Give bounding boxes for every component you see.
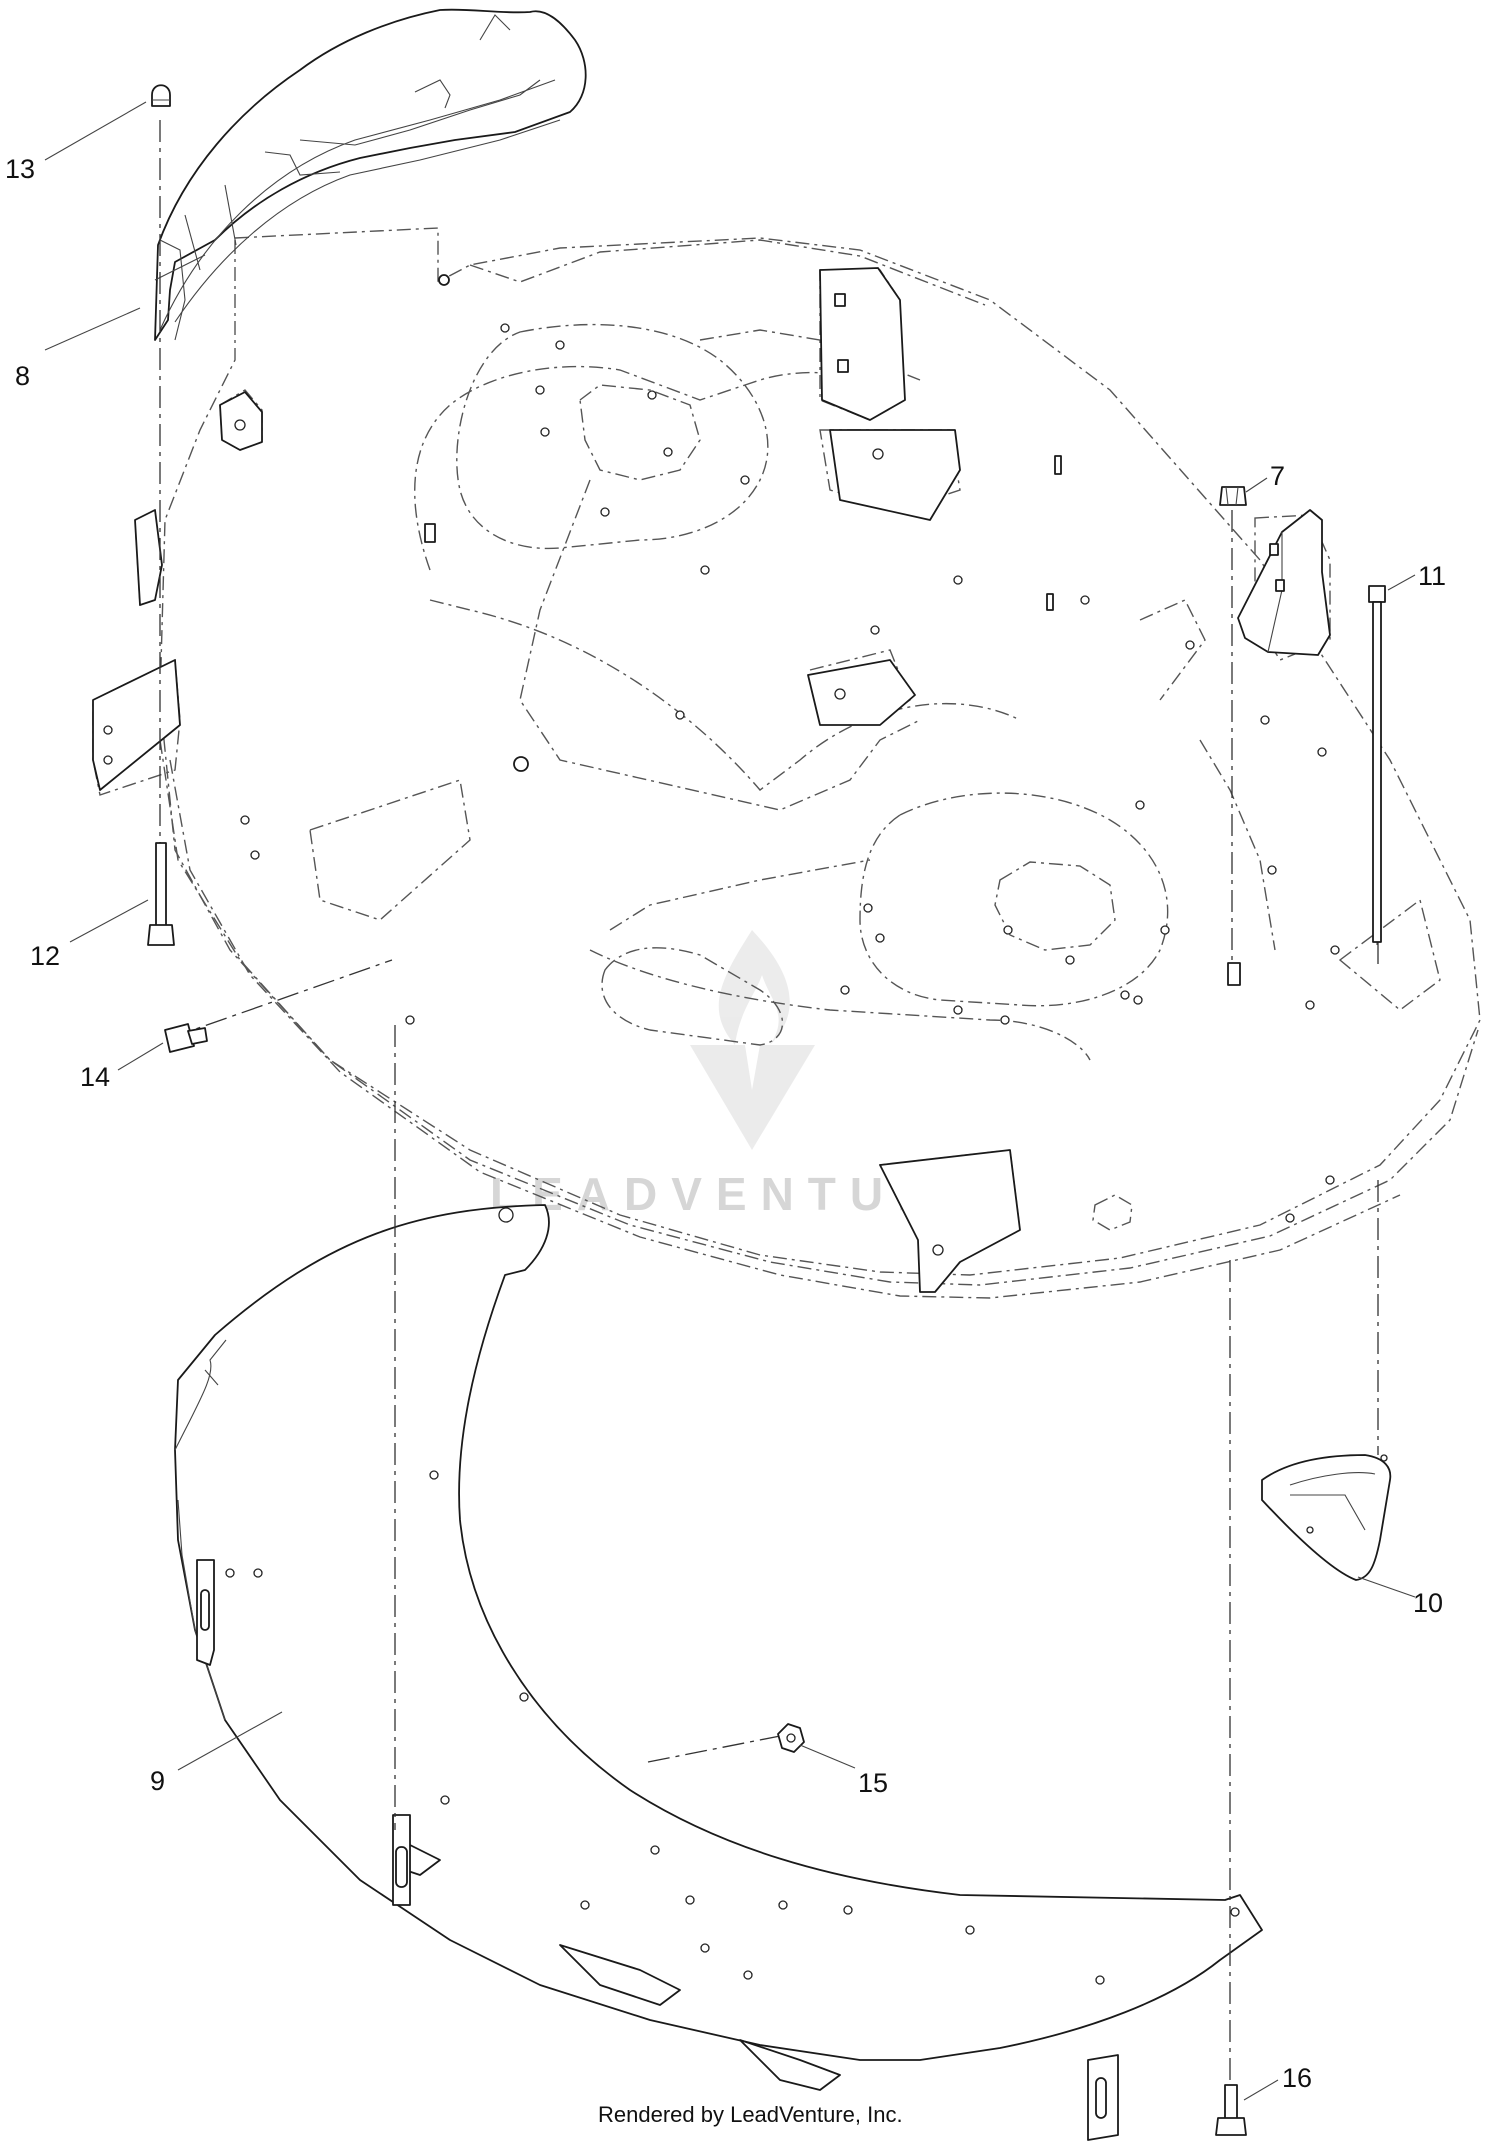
part-14-shoulder-bolt [164,1023,208,1053]
callout-label-7: 7 [1270,461,1285,491]
part-9-baffle [174,1204,1263,2141]
part-bracket-front [879,1149,1021,1293]
callout-label-16: 16 [1282,2063,1312,2093]
part-7-flange-nut [1219,486,1247,506]
part-8-discharge-chute [154,8,587,341]
part-bracket-left [92,391,263,791]
callout-8: 8 [15,307,141,391]
callout-label-14: 14 [80,1062,110,1092]
part-11-screw [1368,585,1386,945]
callout-12: 12 [30,899,149,971]
callout-11: 11 [1387,561,1446,591]
callout-label-8: 8 [15,361,30,391]
part-12-bolt [147,842,175,946]
callout-label-9: 9 [150,1766,165,1796]
callout-label-12: 12 [30,941,60,971]
callout-label-15: 15 [858,1768,888,1798]
part-10-deflector [1261,1454,1392,1581]
part-bracket-center-top [819,267,906,421]
callout-9: 9 [150,1711,283,1796]
part-13-cap-nut [151,84,171,107]
part-16-bolt [1215,2084,1247,2136]
callout-label-11: 11 [1418,561,1446,591]
watermark-logo-icon [690,930,815,1150]
callouts: 13 8 7 11 12 14 10 9 [5,101,1446,2101]
mower-deck-housing [92,227,1481,1299]
deck-holes [240,323,1340,1223]
footer-credit: Rendered by LeadVenture, Inc. [598,2102,903,2127]
callout-label-13: 13 [5,154,35,184]
callout-label-10: 10 [1413,1588,1443,1618]
callout-7: 7 [1245,461,1285,493]
part-bracket-center [807,429,961,726]
callout-13: 13 [5,101,147,184]
callout-15: 15 [799,1744,888,1798]
callout-10: 10 [1357,1576,1443,1618]
part-15-flange-nut [777,1723,805,1753]
callout-16: 16 [1243,2063,1312,2101]
callout-14: 14 [80,1042,164,1092]
part-7-bracket-right [1237,509,1331,656]
